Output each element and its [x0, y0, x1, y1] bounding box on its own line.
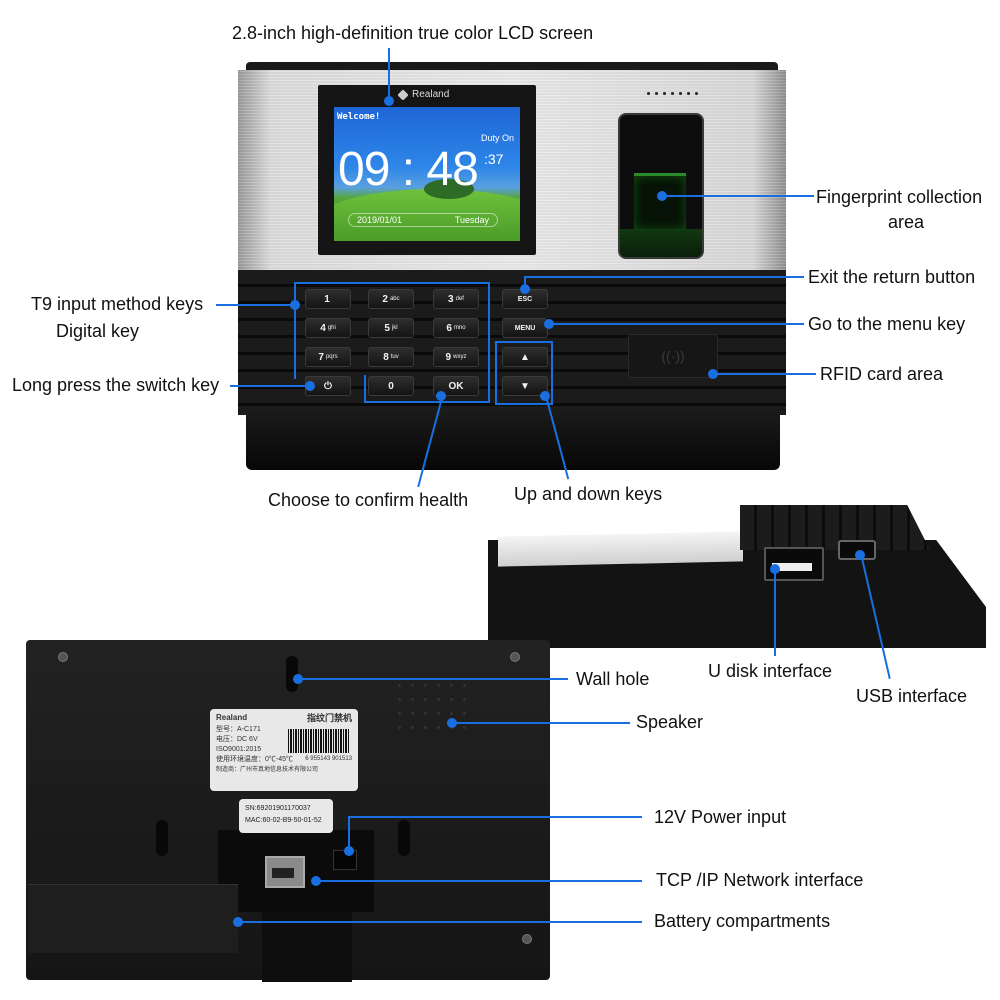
screw	[58, 652, 68, 662]
fingerprint-sensor[interactable]	[618, 113, 704, 259]
lcd-wallpaper-bush	[424, 179, 474, 199]
realand-logo-icon	[397, 88, 409, 101]
device-base	[246, 412, 780, 470]
label-rfid-area: RFID card area	[820, 364, 944, 384]
lcd-greeting: Welcome!	[337, 112, 381, 122]
lcd-clock: 09 : 48	[338, 143, 479, 196]
label-voltage: 电压：DC 6V	[216, 736, 258, 743]
screw	[522, 934, 532, 944]
label-ok-key: Choose to confirm health	[268, 490, 469, 510]
label-speaker: Speaker	[636, 712, 704, 732]
label-product-name: 指纹门禁机	[306, 713, 352, 723]
battery-compartment[interactable]	[28, 884, 238, 953]
barcode	[288, 729, 350, 753]
label-up-down-keys: Up and down keys	[514, 484, 663, 504]
key-1[interactable]: 1	[305, 289, 351, 309]
rfid-wave-icon: ((·))	[661, 348, 685, 364]
side-view-ribbed-top	[740, 505, 930, 550]
label-power-key: Long press the switch key	[12, 375, 220, 395]
rfid-card-reader[interactable]: ((·))	[628, 334, 718, 378]
lcd-wallpaper-hill	[334, 189, 520, 241]
arrow-down-icon: ▼	[520, 380, 530, 392]
down-key[interactable]: ▼	[502, 376, 548, 396]
serial-number: SN:69201901170037	[245, 805, 311, 812]
brand-logo: Realand	[397, 88, 450, 101]
ok-key[interactable]: OK	[433, 376, 479, 396]
label-u-disk: U disk interface	[708, 661, 833, 681]
label-lcd-screen: 2.8-inch high-definition true color LCD …	[232, 23, 594, 43]
brand-name: Realand	[412, 89, 450, 100]
label-fingerprint-2: area	[888, 212, 925, 232]
lcd-duty-status: Duty On	[480, 133, 514, 143]
mac-address: MAC:60-02-B9-50-01-52	[245, 817, 322, 824]
power-icon: ⏻	[324, 380, 332, 392]
lcd-screen: Welcome! Duty On 09 : 48 :37 2019/01/01 …	[334, 107, 520, 241]
screw	[510, 652, 520, 662]
label-usb: USB interface	[856, 686, 968, 706]
indicator-dots	[640, 88, 704, 98]
label-menu-key: Go to the menu key	[808, 314, 966, 334]
fingerprint-glow	[634, 173, 686, 230]
speaker-grille	[398, 684, 470, 734]
lcd-date: 2019/01/01	[357, 215, 403, 225]
label-digital-key: Digital key	[56, 321, 140, 341]
lcd-date-bar: 2019/01/01 Tuesday	[348, 213, 498, 227]
back-stand	[262, 912, 352, 982]
menu-key[interactable]: MENU	[502, 318, 548, 338]
wall-hole-right	[398, 820, 410, 856]
label-wall-hole: Wall hole	[576, 669, 650, 689]
side-view-silver-strip	[498, 531, 743, 567]
label-temperature: 使用环境温度：0℃-45℃	[216, 756, 294, 763]
label-power-input: 12V Power input	[654, 807, 787, 827]
lcd-callout-dot	[384, 96, 394, 106]
key-0[interactable]: 0	[368, 376, 414, 396]
label-model: 型号：A-C171	[216, 726, 261, 733]
label-t9-keys: T9 input method keys	[31, 294, 204, 314]
lcd-weekday: Tuesday	[454, 215, 489, 225]
label-network: TCP /IP Network interface	[656, 870, 864, 890]
wall-hole-left	[156, 820, 168, 856]
lcd-seconds: :37	[484, 151, 504, 167]
label-esc-button: Exit the return button	[808, 267, 976, 287]
up-key[interactable]: ▲	[502, 347, 548, 367]
label-manufacturer: 制造商：广州市真地信息技术有限公司	[216, 767, 319, 773]
label-fingerprint-1: Fingerprint collection	[816, 187, 983, 207]
fingerprint-base	[620, 229, 702, 257]
label-battery: Battery compartments	[654, 911, 831, 931]
serial-label: SN:69201901170037 MAC:60-02-B9-50-01-52	[239, 799, 333, 833]
product-label: Realand 指纹门禁机 型号：A-C171 电压：DC 6V ISO9001…	[210, 709, 358, 791]
barcode-number: 6 955143 901513	[305, 756, 352, 762]
label-iso: ISO9001:2015	[216, 746, 262, 753]
ethernet-port[interactable]	[265, 856, 305, 888]
lcd-bezel: Realand Welcome! Duty On 09 : 48 :37 201…	[318, 85, 536, 255]
arrow-up-icon: ▲	[520, 351, 530, 363]
label-brand: Realand	[216, 713, 248, 722]
